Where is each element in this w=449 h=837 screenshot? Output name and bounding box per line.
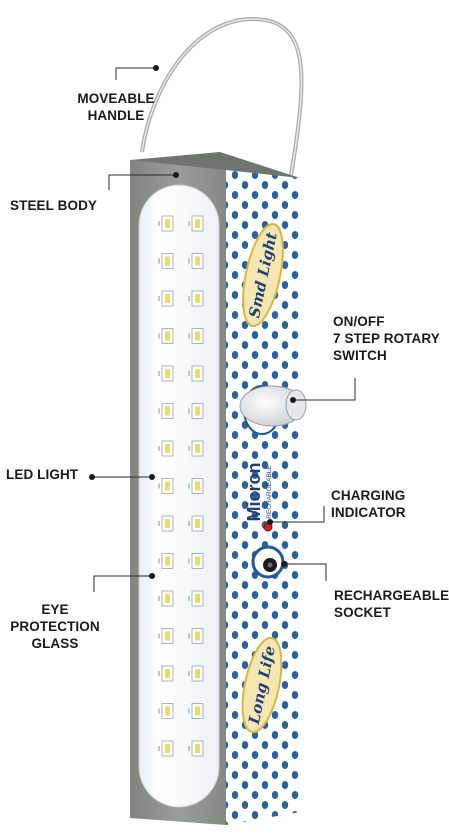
led-chip-pad: [188, 671, 190, 676]
led-chip-pad: [188, 296, 190, 301]
badge-long-life: Long Life: [241, 636, 283, 734]
callout-line: CHARGING: [331, 488, 406, 503]
led-chip-phosphor: [165, 669, 170, 678]
led-chip-phosphor: [165, 444, 170, 453]
led-chip-pad: [158, 671, 160, 676]
led-chip-phosphor: [195, 556, 200, 566]
led-chip-pad: [158, 483, 160, 489]
led-chip-pad: [158, 558, 160, 564]
led-chip-pad: [188, 258, 190, 264]
led-chip-pad: [158, 446, 160, 451]
led-chip-phosphor: [195, 369, 200, 378]
eye-protection-glass: [138, 184, 220, 808]
led-chip-pad: [188, 746, 190, 751]
callout-lines: [92, 67, 356, 592]
callout-line: PROTECTION: [10, 619, 100, 634]
led-chip-phosphor: [165, 219, 170, 228]
led-chip-phosphor: [165, 706, 170, 716]
led-chip-pad: [158, 296, 160, 301]
led-chip-pad: [158, 633, 160, 639]
led-grid: [158, 215, 204, 757]
brand-text: Micron: [244, 462, 264, 521]
led-chip-phosphor: [195, 669, 200, 678]
callout-line: GLASS: [31, 636, 79, 651]
led-chip-pad: [158, 221, 160, 226]
led-chip-phosphor: [195, 631, 200, 641]
callout-line: EYE: [41, 602, 69, 617]
callout-line: INDICATOR: [331, 505, 406, 520]
led-chip-pad: [188, 708, 190, 714]
led-chip-phosphor: [195, 294, 200, 303]
led-chip-phosphor: [195, 444, 200, 453]
led-chip-phosphor: [195, 331, 200, 341]
led-chip-phosphor: [165, 556, 170, 566]
led-chip-pad: [188, 408, 190, 414]
led-chip-pad: [158, 408, 160, 414]
led-chip-phosphor: [165, 519, 170, 528]
callout-line: HANDLE: [87, 108, 145, 123]
led-chip-phosphor: [165, 294, 170, 303]
led-chip-phosphor: [165, 331, 170, 341]
callout-led-light: LED LIGHT: [6, 466, 78, 483]
led-chip-phosphor: [165, 631, 170, 641]
callout-on-off-switch: ON/OFF 7 STEP ROTARY SWITCH: [333, 313, 440, 364]
callout-line: MOVEABLE: [77, 91, 155, 106]
led-chip-phosphor: [165, 369, 170, 378]
led-chip-phosphor: [165, 744, 170, 753]
callout-line: 7 STEP ROTARY: [333, 331, 440, 346]
brand-sub-text: RECHARGEABLE: [266, 465, 273, 519]
led-chip-pad: [188, 596, 190, 601]
brand-mark: Micron RECHARGEABLE: [244, 462, 273, 521]
callout-dots: [89, 65, 296, 579]
callout-eye-protection-glass: EYE PROTECTION GLASS: [0, 601, 110, 652]
callout-steel-body: STEEL BODY: [10, 197, 97, 214]
callout-moveable-handle: MOVEABLE HANDLE: [52, 90, 180, 124]
callout-line: SOCKET: [334, 605, 391, 620]
callout-line: STEEL BODY: [10, 198, 98, 213]
led-chip-pad: [188, 633, 190, 639]
led-chip-pad: [188, 333, 190, 339]
led-chip-phosphor: [165, 481, 170, 491]
led-chip-pad: [188, 446, 190, 451]
callout-line: LED LIGHT: [6, 467, 79, 482]
led-chip-pad: [188, 221, 190, 226]
led-chip-pad: [188, 521, 190, 526]
led-chip-phosphor: [195, 706, 200, 716]
led-chip-phosphor: [195, 406, 200, 416]
led-chip-pad: [158, 746, 160, 751]
led-chip-pad: [158, 708, 160, 714]
led-chip-phosphor: [195, 256, 200, 266]
led-chip-phosphor: [195, 744, 200, 753]
led-chip-pad: [158, 333, 160, 339]
led-chip-phosphor: [165, 256, 170, 266]
led-chip-phosphor: [195, 594, 200, 603]
led-chip-pad: [158, 371, 160, 376]
led-chip-pad: [188, 483, 190, 489]
callout-rechargeable-socket: RECHARGEABLE SOCKET: [334, 587, 449, 621]
led-chip-phosphor: [165, 594, 170, 603]
callout-line: ON/OFF: [333, 314, 385, 329]
callout-line: SWITCH: [333, 348, 387, 363]
led-chip-pad: [188, 371, 190, 376]
led-chip-pad: [188, 558, 190, 564]
callout-charging-indicator: CHARGING INDICATOR: [331, 487, 406, 521]
led-chip-phosphor: [195, 219, 200, 228]
led-chip-phosphor: [195, 519, 200, 528]
led-chip-pad: [158, 596, 160, 601]
led-chip-phosphor: [165, 406, 170, 416]
callout-line: RECHARGEABLE: [334, 588, 449, 603]
led-chip-pad: [158, 521, 160, 526]
led-chip-pad: [158, 258, 160, 264]
led-chip-phosphor: [195, 481, 200, 491]
